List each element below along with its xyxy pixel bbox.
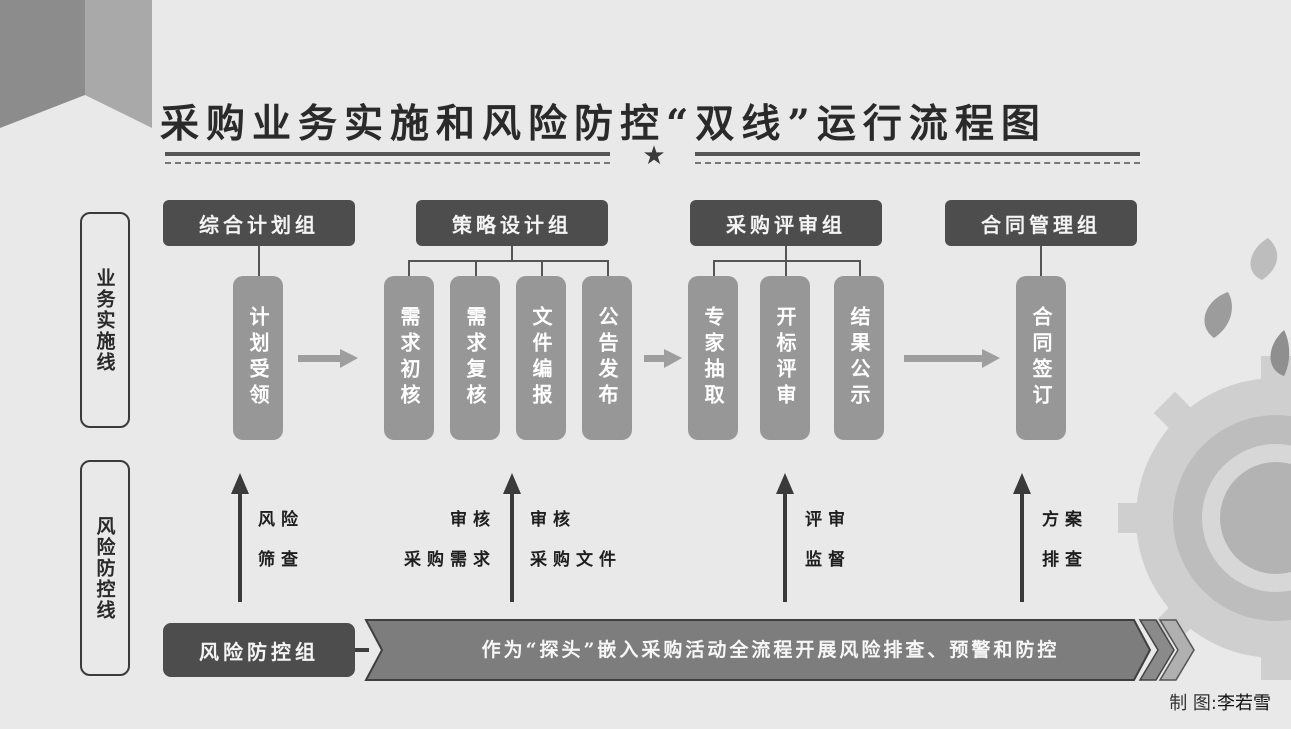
chevron-right-icon (1138, 619, 1175, 681)
risk-check-text: 风险筛查 (258, 510, 304, 569)
step-pill: 公告发布 (582, 276, 632, 440)
connector-line (859, 260, 861, 276)
chevron-right-icon (1158, 619, 1195, 681)
connector-line (541, 260, 543, 276)
step-pill: 合同签订 (1016, 276, 1066, 440)
corner-ribbon-dark (0, 0, 85, 128)
step-pill: 开标评审 (760, 276, 810, 440)
step-pill: 文件编报 (516, 276, 566, 440)
connector-line (713, 260, 715, 276)
connector-line (785, 260, 787, 276)
corner-ribbon-light (85, 0, 152, 128)
banner-text: 作为“探头”嵌入采购活动全流程开展风险排查、预警和防控 (481, 639, 1060, 661)
flow-arrow-right (644, 349, 682, 368)
step-pill: 需求复核 (450, 276, 500, 440)
group-header-contract: 合同管理组 (945, 200, 1137, 246)
title-underline-right (695, 152, 1140, 156)
risk-check-text: 评审监督 (805, 510, 851, 569)
risk-arrow-up (776, 473, 794, 602)
connector-line (785, 246, 787, 260)
title-dashline-left (165, 162, 610, 164)
connector-line (408, 260, 410, 276)
leaf-icon (1204, 292, 1232, 338)
risk-banner (364, 619, 1195, 681)
risk-control-group-label: 风险防控组 (163, 623, 355, 677)
risk-arrow-up (231, 473, 249, 602)
credit-label: 制 图: (1169, 693, 1217, 714)
step-pill: 需求初核 (384, 276, 434, 440)
title-underline-left (165, 152, 610, 156)
star-icon: ★ (642, 141, 666, 171)
leaf-icon (1270, 330, 1290, 376)
side-label-business: 业务实施线 (80, 212, 130, 428)
risk-check-text: 审核采购需求 (404, 510, 496, 569)
step-pill: 专家抽取 (688, 276, 738, 440)
risk-check-text: 方案排查 (1042, 510, 1088, 569)
diagram-title: 采购业务实施和风险防控“双线”运行流程图 (160, 101, 1047, 147)
step-pill: 结果公示 (834, 276, 884, 440)
side-label-risk: 风险防控线 (80, 460, 130, 676)
connector-line (713, 260, 861, 262)
connector-line (607, 260, 609, 276)
risk-check-text: 审核采购文件 (530, 510, 622, 569)
banner-connector (355, 648, 369, 652)
group-header-review: 采购评审组 (690, 200, 882, 246)
risk-arrow-up (1013, 473, 1031, 602)
group-header-planning: 综合计划组 (163, 200, 355, 246)
connector-line (511, 246, 513, 260)
connector-line (475, 260, 477, 276)
credit-name: 李若雪 (1217, 693, 1271, 714)
connector-line (258, 246, 260, 276)
step-pill: 计划受领 (233, 276, 283, 440)
title-dashline-right (695, 162, 1140, 164)
flow-arrow-right (904, 349, 1000, 368)
flow-arrow-right (298, 349, 358, 368)
image-credit: 制 图:李若雪 (1169, 689, 1271, 715)
leaf-icon (1250, 238, 1278, 280)
group-header-strategy: 策略设计组 (416, 200, 608, 246)
risk-arrow-up (503, 473, 521, 602)
connector-line (1040, 246, 1042, 276)
connector-line (408, 260, 609, 262)
